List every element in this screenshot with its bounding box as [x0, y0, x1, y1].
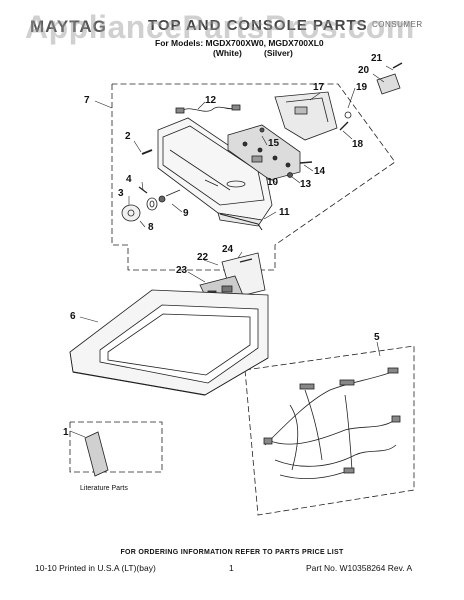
- ordering-note: FOR ORDERING INFORMATION REFER TO PARTS …: [120, 549, 344, 556]
- callout-4: 4: [126, 174, 132, 185]
- console-badge: [226, 180, 246, 188]
- callout-23: 23: [176, 265, 188, 276]
- knob-nut: [158, 195, 166, 203]
- callout-2: 2: [125, 131, 131, 142]
- callout-7: 7: [84, 95, 90, 106]
- variant-silver-label: (Silver): [264, 48, 293, 58]
- knob-spring: [146, 197, 158, 211]
- callout-14: 14: [314, 166, 326, 177]
- callout-18: 18: [352, 139, 364, 150]
- button-housing: [274, 91, 338, 141]
- console-clip: [219, 213, 263, 231]
- watermark: AppliancePartsPros.com: [25, 9, 415, 45]
- part-number: Part No. W10358264 Rev. A: [306, 563, 413, 573]
- screw-14: [299, 161, 313, 164]
- callout-13: 13: [300, 179, 312, 190]
- callout-20: 20: [358, 65, 370, 76]
- trim-strip: [141, 149, 153, 155]
- console-group-outline: [111, 83, 396, 271]
- variant-white-label: (White): [213, 48, 242, 58]
- screw-15: [259, 127, 265, 133]
- literature-group-outline: [69, 421, 163, 473]
- models-line: For Models: MGDX700XW0, MGDX700XL0: [155, 38, 324, 48]
- console-panel: [157, 117, 273, 221]
- callout-9: 9: [183, 208, 189, 219]
- main-harness: [263, 367, 401, 479]
- callout-1: 1: [63, 427, 69, 438]
- control-code: CONSUMER: [372, 20, 423, 29]
- screw-19: [344, 111, 352, 119]
- callout-17: 17: [313, 82, 325, 93]
- knob: [121, 204, 141, 222]
- callout-3: 3: [118, 188, 124, 199]
- harness-group-outline: [244, 345, 415, 516]
- print-info: 10-10 Printed in U.S.A (LT)(bay): [35, 563, 156, 573]
- screw-21: [392, 62, 403, 69]
- bracket-20: [376, 73, 401, 95]
- screw-18: [339, 121, 349, 131]
- page-title: TOP AND CONSOLE PARTS: [148, 17, 368, 34]
- control-board: [227, 124, 301, 181]
- callout-24: 24: [222, 244, 234, 255]
- screw-24: [239, 258, 253, 263]
- callout-10: 10: [267, 177, 279, 188]
- console-harness: [181, 106, 237, 112]
- brand-logo: MAYTAG: [30, 17, 107, 36]
- callout-5: 5: [374, 332, 380, 343]
- literature-book: [84, 431, 109, 477]
- callout-11: 11: [279, 207, 290, 218]
- page-number: 1: [229, 563, 234, 573]
- callout-12: 12: [205, 95, 217, 106]
- callout-8: 8: [148, 222, 154, 233]
- callout-22: 22: [197, 252, 209, 263]
- screw-13: [287, 172, 293, 178]
- callout-21: 21: [371, 53, 383, 64]
- callout-19: 19: [356, 82, 368, 93]
- literature-label: Literature Parts: [80, 485, 128, 492]
- callout-6: 6: [70, 311, 76, 322]
- callout-15: 15: [268, 138, 280, 149]
